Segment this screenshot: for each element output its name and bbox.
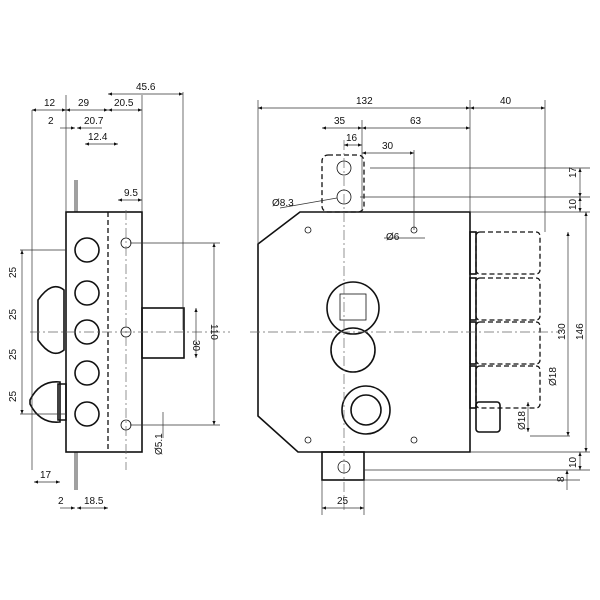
dim-2: 2 [48, 116, 54, 127]
dim-18-5: 18.5 [84, 496, 104, 507]
dim-130: 130 [557, 323, 568, 340]
dim-146: 146 [575, 323, 586, 340]
cylinder-rosette [37, 285, 65, 355]
dim-30: 30 [190, 340, 201, 352]
label-hole-8-3: Ø8.3 [272, 198, 294, 209]
knob [29, 381, 67, 423]
dim-20-5: 20.5 [114, 98, 134, 109]
dim-45-6: 45.6 [136, 82, 156, 93]
dim-hole-5-1: Ø5.1 [154, 433, 165, 455]
dim-30-front: 30 [382, 141, 394, 152]
dim-12-4: 12.4 [88, 132, 108, 143]
dim-10-top: 10 [568, 198, 579, 210]
front-view: 132 40 35 63 16 30 Ø8.3 Ø6 17 10 130 146… [250, 96, 590, 515]
dim-25-b: 25 [8, 308, 19, 320]
dim-25-d: 25 [8, 390, 19, 402]
dim-12: 12 [44, 98, 56, 109]
dim-20-7: 20.7 [84, 116, 104, 127]
dim-17-front: 17 [568, 166, 579, 178]
spindle [141, 307, 185, 359]
top-latch-plate [321, 154, 365, 213]
dim-25-a: 25 [8, 266, 19, 278]
dim-pin-18: Ø18 [517, 411, 528, 430]
knob-hole [341, 385, 391, 435]
dim-17: 17 [40, 470, 52, 481]
dim-110: 110 [208, 324, 219, 340]
bolts [469, 231, 541, 433]
dim-bolt-18: Ø18 [548, 367, 559, 386]
side-view: 12 29 20.5 45.6 2 20.7 12.4 9.5 25 25 25… [8, 82, 230, 510]
bolt-holes [74, 237, 100, 427]
dim-16: 16 [346, 133, 358, 144]
dim-63: 63 [410, 116, 422, 127]
bottom-plate [321, 451, 365, 481]
label-hole-6: Ø6 [386, 232, 400, 243]
dim-35: 35 [334, 116, 346, 127]
cylinder [326, 281, 380, 335]
dim-25-bottom: 25 [337, 496, 349, 507]
dim-2-bottom: 2 [58, 496, 64, 507]
dim-40: 40 [500, 96, 512, 107]
dim-29: 29 [78, 98, 90, 109]
dim-10-bottom: 10 [568, 456, 579, 468]
dim-8: 8 [556, 476, 567, 482]
dim-132: 132 [356, 96, 373, 107]
dim-9-5: 9.5 [124, 188, 138, 199]
dim-25-c: 25 [8, 348, 19, 360]
